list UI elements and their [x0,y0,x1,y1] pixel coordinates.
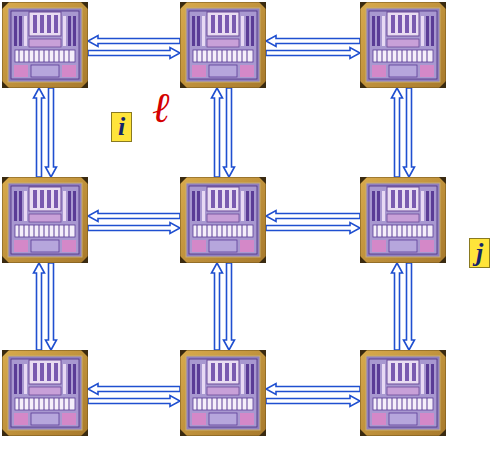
chip-illustration [360,350,446,436]
link-arrow [266,396,360,407]
link-symbol-label: ℓ [152,86,170,130]
link-arrow [88,211,180,222]
chip-illustration [360,2,446,88]
chip-illustration [180,177,266,263]
link-arrow [88,36,180,47]
chip-illustration [360,177,446,263]
chip-illustration [2,177,88,263]
link-arrow [266,211,360,222]
processor-chip [360,350,446,436]
link-arrow [266,223,360,234]
link-arrow [266,384,360,395]
link-arrow [404,88,415,177]
processor-chip [360,177,446,263]
link-index-label: j [469,238,490,268]
link-arrow [212,263,223,350]
link-arrow [266,36,360,47]
chip-illustration [2,350,88,436]
processor-chip [180,177,266,263]
link-arrow [224,263,235,350]
link-arrow [224,88,235,177]
processor-chip [2,2,88,88]
link-arrow [46,88,57,177]
link-arrow [266,48,360,59]
processor-chip [360,2,446,88]
link-arrow [392,263,403,350]
link-arrow [88,48,180,59]
processor-chip [2,350,88,436]
link-index-label: i [111,112,132,142]
chip-illustration [2,2,88,88]
link-arrow [88,396,180,407]
chip-illustration [180,350,266,436]
link-arrow [34,88,45,177]
processor-chip [2,177,88,263]
processor-chip [180,2,266,88]
link-arrow [212,88,223,177]
link-arrow [88,223,180,234]
link-arrow [34,263,45,350]
link-arrow [88,384,180,395]
chip-illustration [180,2,266,88]
processor-chip [180,350,266,436]
link-arrow [404,263,415,350]
link-arrow [46,263,57,350]
link-arrow [392,88,403,177]
